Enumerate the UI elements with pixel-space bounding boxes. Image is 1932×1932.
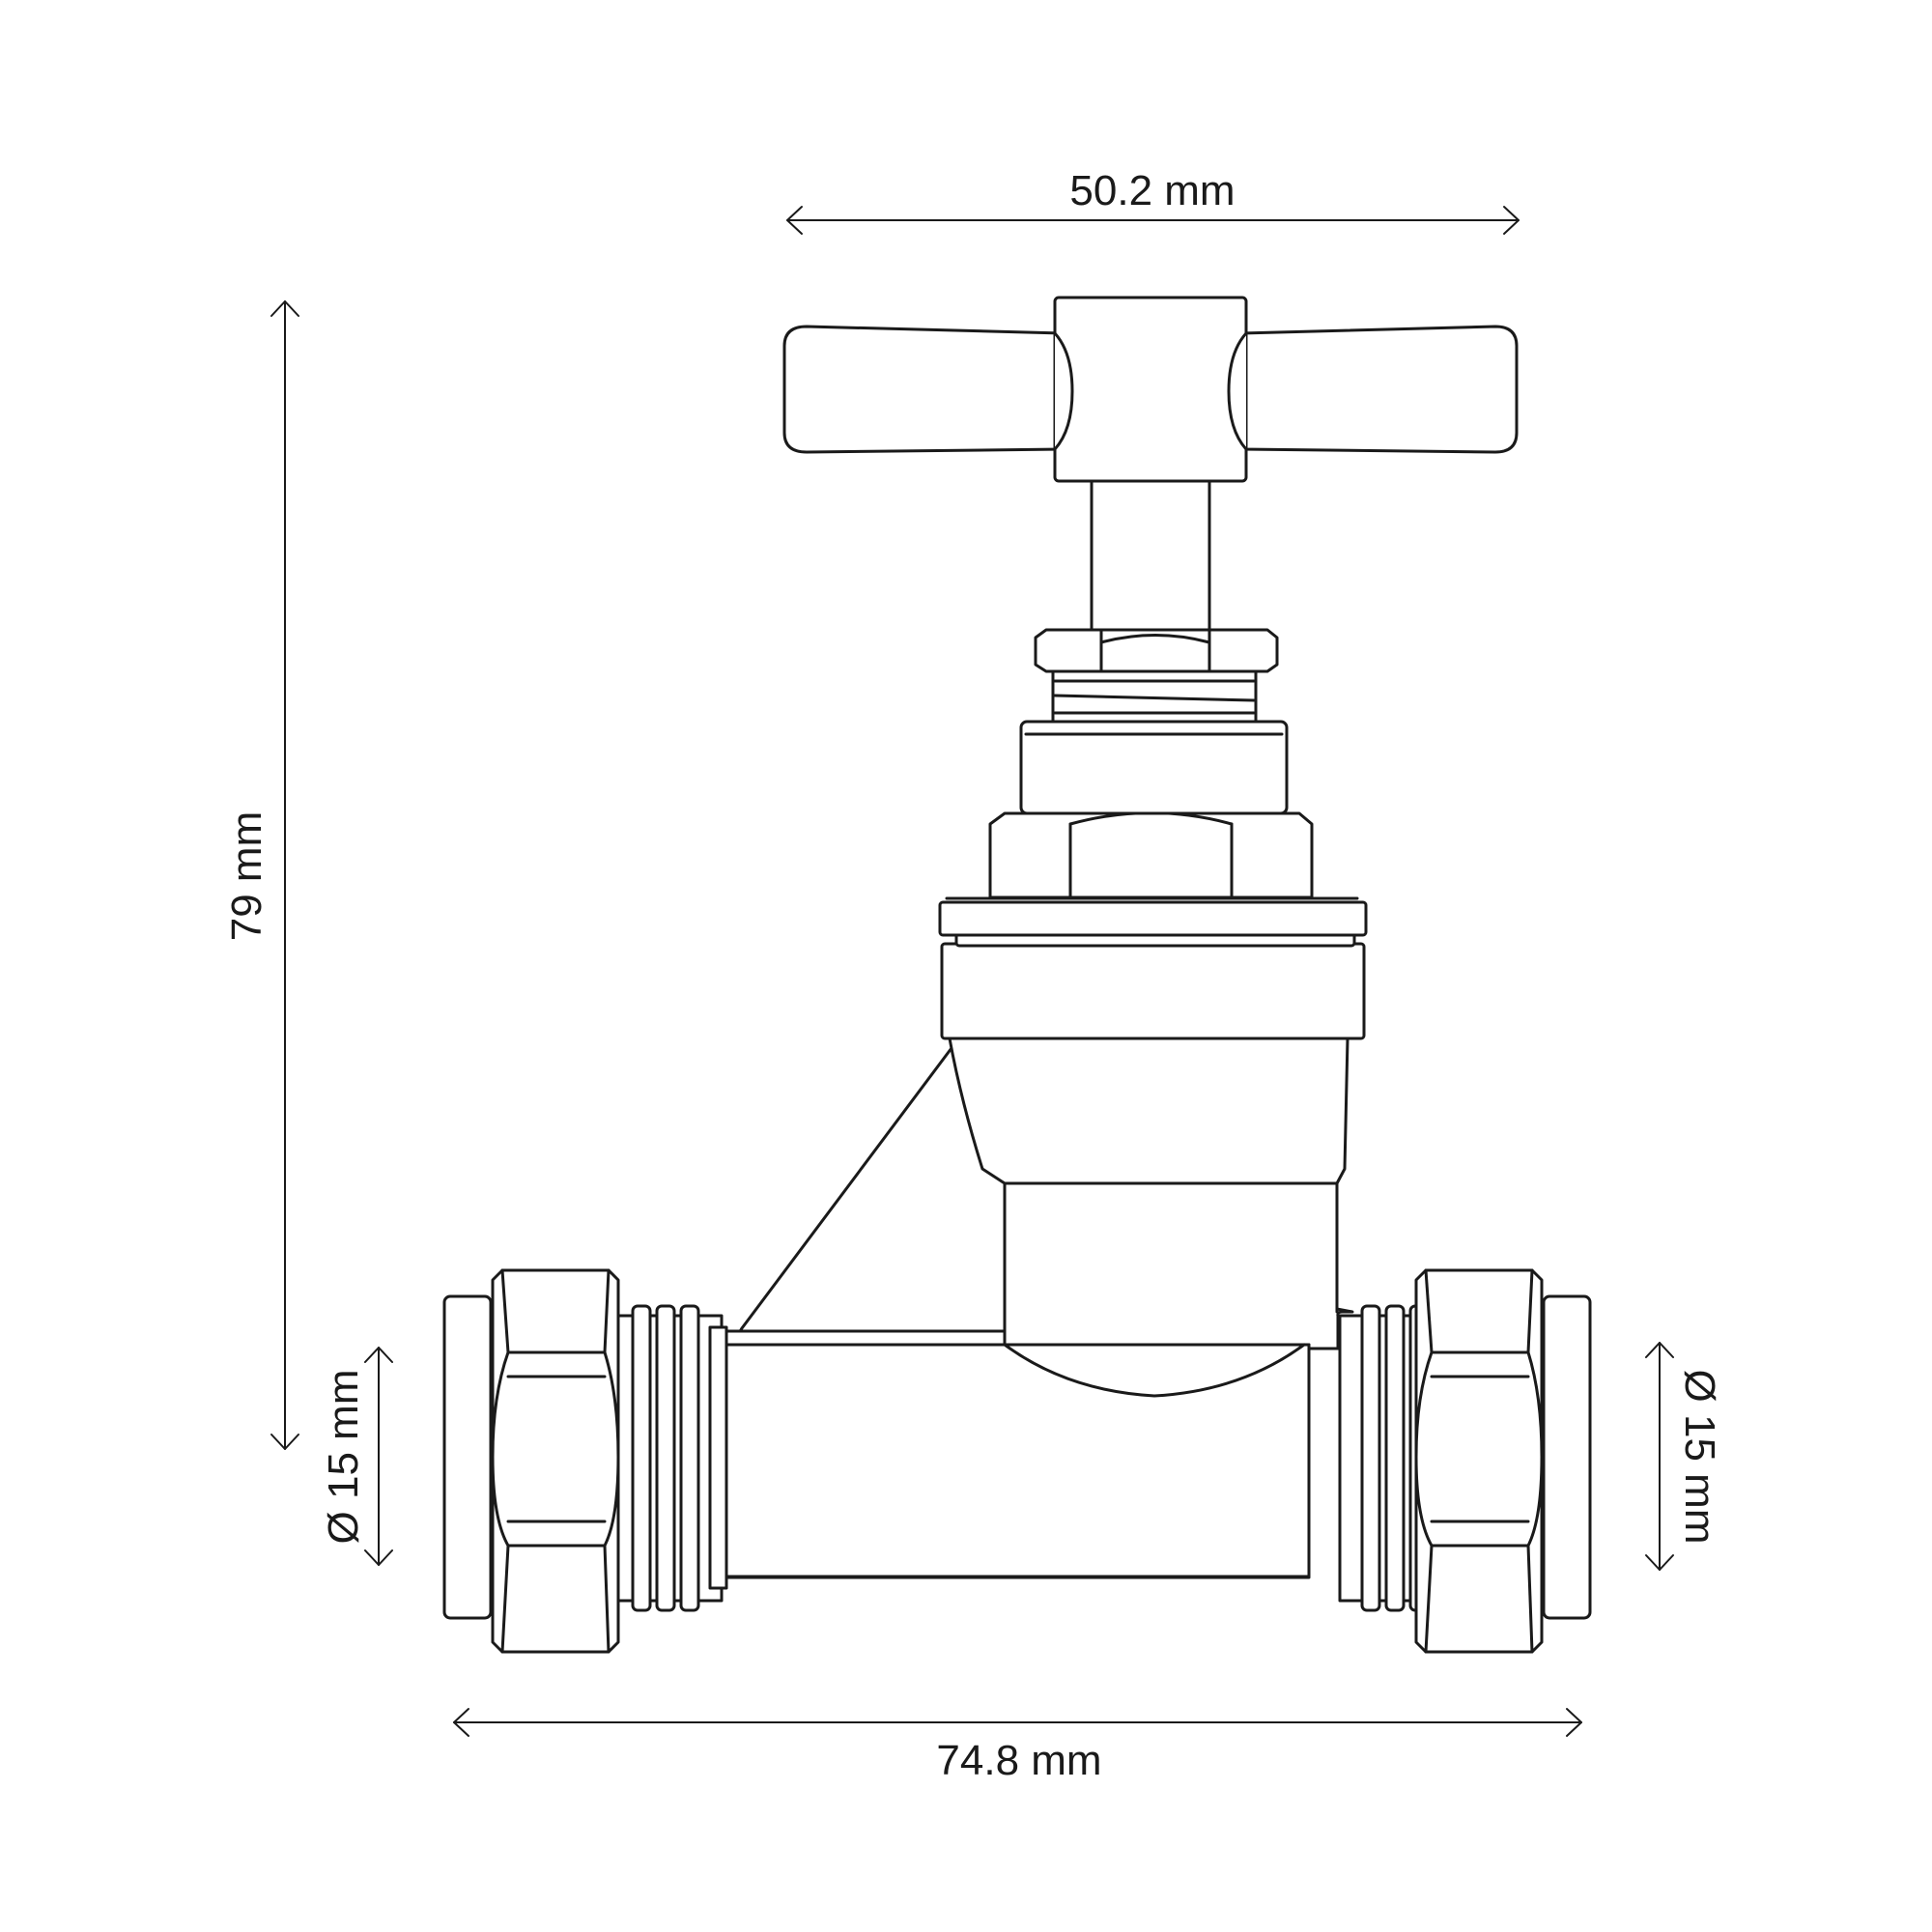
dimension-overall-height xyxy=(270,300,299,1450)
left-nut-edge-4 xyxy=(603,1544,611,1654)
body-diagonal-edge xyxy=(718,1046,953,1347)
spindle-thread xyxy=(1051,669,1258,724)
bonnet-collar xyxy=(940,942,1366,1040)
gland-hex-face xyxy=(1068,811,1234,899)
handle-left-arm xyxy=(782,325,1065,454)
handle-right-arm xyxy=(1239,325,1519,454)
dimension-overall-length xyxy=(453,1708,1582,1737)
right-pipe-stub xyxy=(1542,1294,1592,1620)
stem-housing xyxy=(1003,1181,1354,1350)
left-diameter-label: Ø 15 mm xyxy=(320,1370,367,1545)
upper-hex-face xyxy=(1099,634,1211,644)
right-nut-edge-2 xyxy=(1526,1268,1534,1354)
bonnet-flange xyxy=(938,900,1368,937)
handle-hub xyxy=(1053,296,1248,483)
body-tube-inner xyxy=(724,1343,1311,1578)
handle-width-label: 50.2 mm xyxy=(1069,167,1235,214)
right-nut-face xyxy=(1414,1350,1544,1548)
left-nut-edge-2 xyxy=(603,1268,611,1354)
dimension-right-diameter xyxy=(1645,1342,1674,1571)
left-nut-face xyxy=(491,1350,620,1548)
right-nut-edge-4 xyxy=(1526,1544,1534,1654)
overall-height-label: 79 mm xyxy=(223,811,270,941)
dimension-left-diameter xyxy=(364,1347,393,1566)
bonnet-lower xyxy=(948,1037,1350,1185)
spindle-shaft xyxy=(1090,478,1211,632)
right-nut-edge xyxy=(1424,1268,1434,1354)
right-nut-edge-3 xyxy=(1424,1544,1434,1654)
right-diameter-label: Ø 15 mm xyxy=(1676,1370,1723,1545)
handle-hub-right-curve xyxy=(1227,331,1248,451)
left-pipe-stub xyxy=(442,1294,493,1620)
left-nut-edge xyxy=(500,1268,510,1354)
left-thread xyxy=(616,1304,728,1612)
overall-length-label: 74.8 mm xyxy=(936,1737,1101,1784)
left-nut-edge-3 xyxy=(500,1544,510,1654)
housing-curve xyxy=(1003,1343,1306,1398)
handle-hub-left-curve xyxy=(1053,331,1074,451)
dimension-handle-width xyxy=(786,206,1520,235)
